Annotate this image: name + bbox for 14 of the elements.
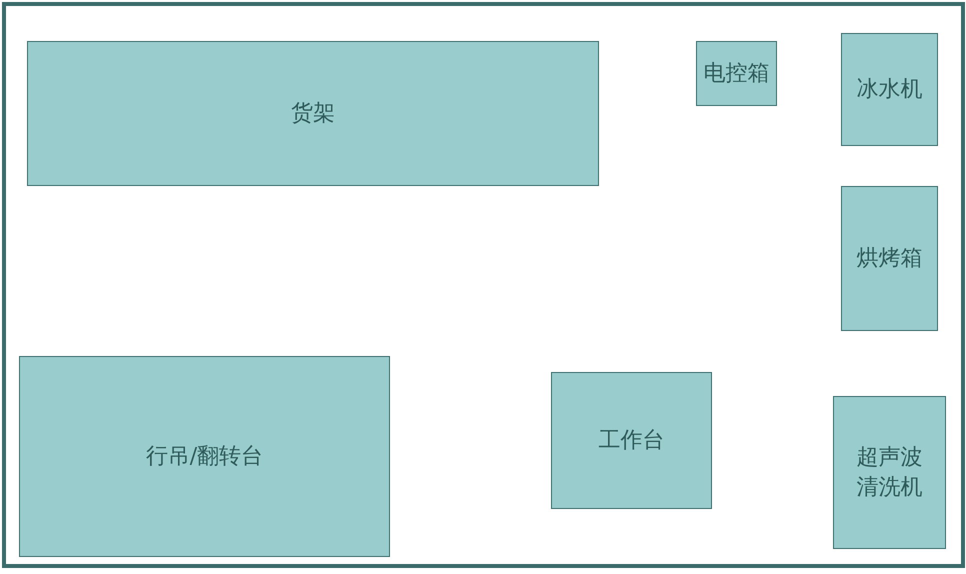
equipment-box [27, 41, 599, 186]
equipment-label: 冰水机 [856, 76, 922, 104]
equipment-box [696, 41, 777, 106]
equipment-box [841, 186, 938, 331]
equipment-label: 行吊/翻转台 [146, 442, 264, 471]
equipment-box [551, 372, 712, 509]
equipment-label: 烘烤箱 [856, 244, 922, 273]
equipment-box [833, 396, 946, 549]
equipment-label: 工作台 [598, 426, 664, 455]
equipment-label: 货架 [291, 100, 335, 128]
equipment-label: 超声波清洗机 [856, 444, 924, 502]
equipment-label: 电控箱 [704, 60, 770, 88]
equipment-box [841, 33, 938, 146]
equipment-box [19, 356, 390, 557]
